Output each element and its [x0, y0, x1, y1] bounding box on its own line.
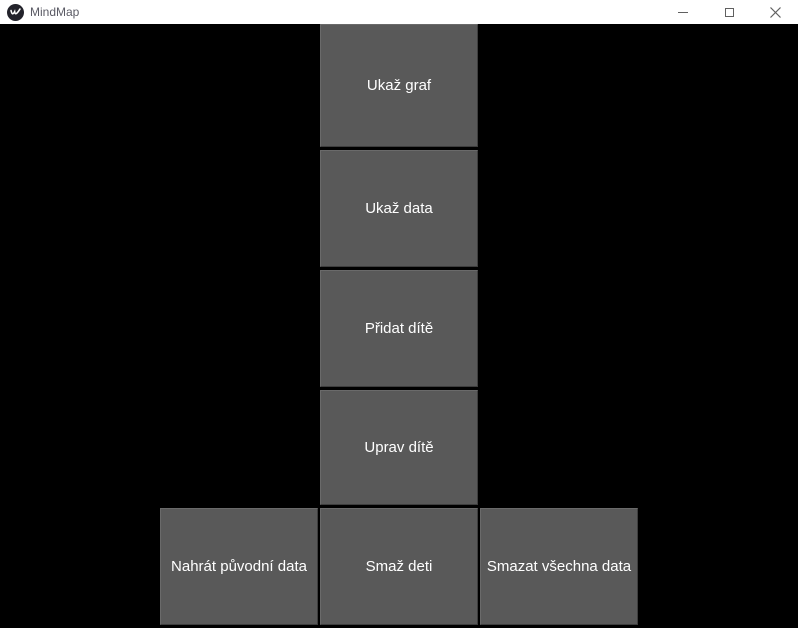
maximize-button[interactable]	[706, 0, 752, 24]
minimize-button[interactable]	[660, 0, 706, 24]
window-title: MindMap	[30, 5, 80, 19]
main-canvas: Ukaž graf Ukaž data Přidat dítě Uprav dí…	[0, 24, 798, 628]
show-graph-button[interactable]: Ukaž graf	[320, 24, 478, 147]
edit-child-button[interactable]: Uprav dítě	[320, 390, 478, 505]
show-data-button[interactable]: Ukaž data	[320, 150, 478, 267]
add-child-button[interactable]: Přidat dítě	[320, 270, 478, 387]
titlebar[interactable]: MindMap	[0, 0, 798, 24]
maximize-icon	[724, 7, 734, 17]
close-icon	[769, 6, 781, 18]
caption-controls	[660, 0, 798, 24]
close-button[interactable]	[752, 0, 798, 24]
delete-all-data-button[interactable]: Smazat všechna data	[480, 508, 638, 625]
delete-children-button[interactable]: Smaž deti	[320, 508, 478, 625]
mindmap-logo-icon	[7, 3, 24, 21]
load-original-data-button[interactable]: Nahrát původní data	[160, 508, 318, 625]
minimize-icon	[678, 11, 688, 13]
